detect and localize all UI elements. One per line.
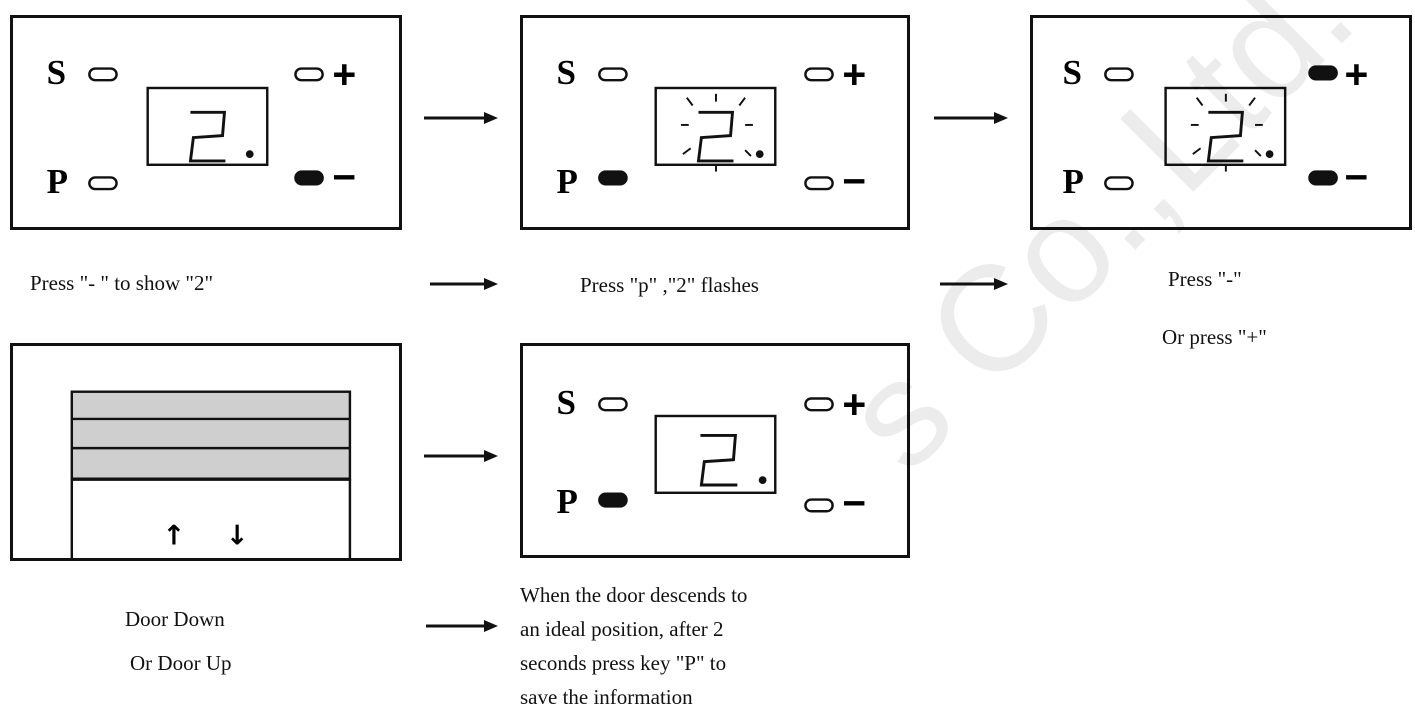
caption-step3-line2: Or press "+" [1162,325,1267,349]
caption-step4-line2: Or Door Up [130,651,232,675]
minus-label: − [332,154,356,200]
minus-label: − [842,158,866,204]
control-panel-step1: S P + − [10,15,402,230]
plus-label: + [332,51,356,97]
s-label: S [47,53,66,92]
arrow-right-icon [934,112,1008,124]
minus-led [1308,170,1338,186]
up-arrow-icon: ↑ [163,520,186,551]
s-label: S [1063,53,1082,92]
plus-label: + [842,381,866,427]
arrow-right-icon [940,278,1008,290]
s-led [1104,67,1134,82]
minus-label: − [1344,154,1368,200]
digit-2-glyph [696,110,735,163]
control-panel-drawing: S P + − [1063,51,1369,201]
control-panel-step2: S P + − [520,15,910,230]
flash-rays [680,93,753,172]
minus-led [804,176,834,191]
digit-2-glyph [699,433,738,487]
arrow-right-icon [430,278,498,290]
caption-step5-line: seconds press key "P" to [520,651,727,675]
caption-step4-line1: Door Down [125,607,225,631]
down-arrow-icon: ↓ [226,520,249,551]
decimal-point [1265,150,1274,158]
p-led [88,176,118,191]
p-label: P [1063,162,1084,201]
caption-step5-line: save the information [520,685,693,709]
flash-rays [1190,93,1263,172]
decimal-point [245,150,254,158]
s-label: S [557,53,576,92]
p-label: P [557,482,578,521]
plus-label: + [1344,51,1368,97]
caption-step3-line1: Press "-" [1168,267,1242,291]
digit-display [654,414,777,495]
minus-led [294,170,324,186]
s-led [598,67,628,82]
p-led [598,170,628,186]
decimal-point [758,476,767,485]
control-panel-step3: S P + − [1030,15,1412,230]
s-label: S [557,383,576,422]
caption-step5-line: When the door descends to [520,583,748,607]
plus-led [294,67,324,82]
p-label: P [47,162,68,201]
plus-led [804,397,834,412]
digit-2-glyph [188,110,227,163]
p-led [598,492,628,508]
minus-label: − [842,480,866,526]
control-panel-drawing: S P + − [557,51,867,204]
digit-2-glyph [1206,110,1244,163]
p-label: P [557,162,578,201]
caption-step1: Press "- " to show "2" [30,271,214,295]
caption-step2: Press "p" ,"2" flashes [580,273,759,297]
p-led [1104,176,1134,191]
plus-led [804,67,834,82]
digit-display [146,86,269,167]
arrow-right-icon [424,112,498,124]
control-panel-step5: S P + − [520,343,910,558]
door-panel: ↑ ↓ [10,343,402,561]
control-panel-drawing: S P + − [557,381,867,526]
door-drawing: ↑ ↓ [70,390,352,558]
plus-led [1308,65,1338,81]
caption-step5: When the door descends to an ideal posit… [520,578,747,714]
arrow-right-icon [424,450,498,462]
plus-label: + [842,51,866,97]
s-led [598,397,628,412]
control-panel-drawing: S P + − [47,51,357,201]
caption-step5-line: an ideal position, after 2 [520,617,724,641]
minus-led [804,498,834,513]
arrow-right-icon [426,620,498,632]
s-led [88,67,118,82]
door-slats [70,390,352,481]
decimal-point [755,150,764,158]
